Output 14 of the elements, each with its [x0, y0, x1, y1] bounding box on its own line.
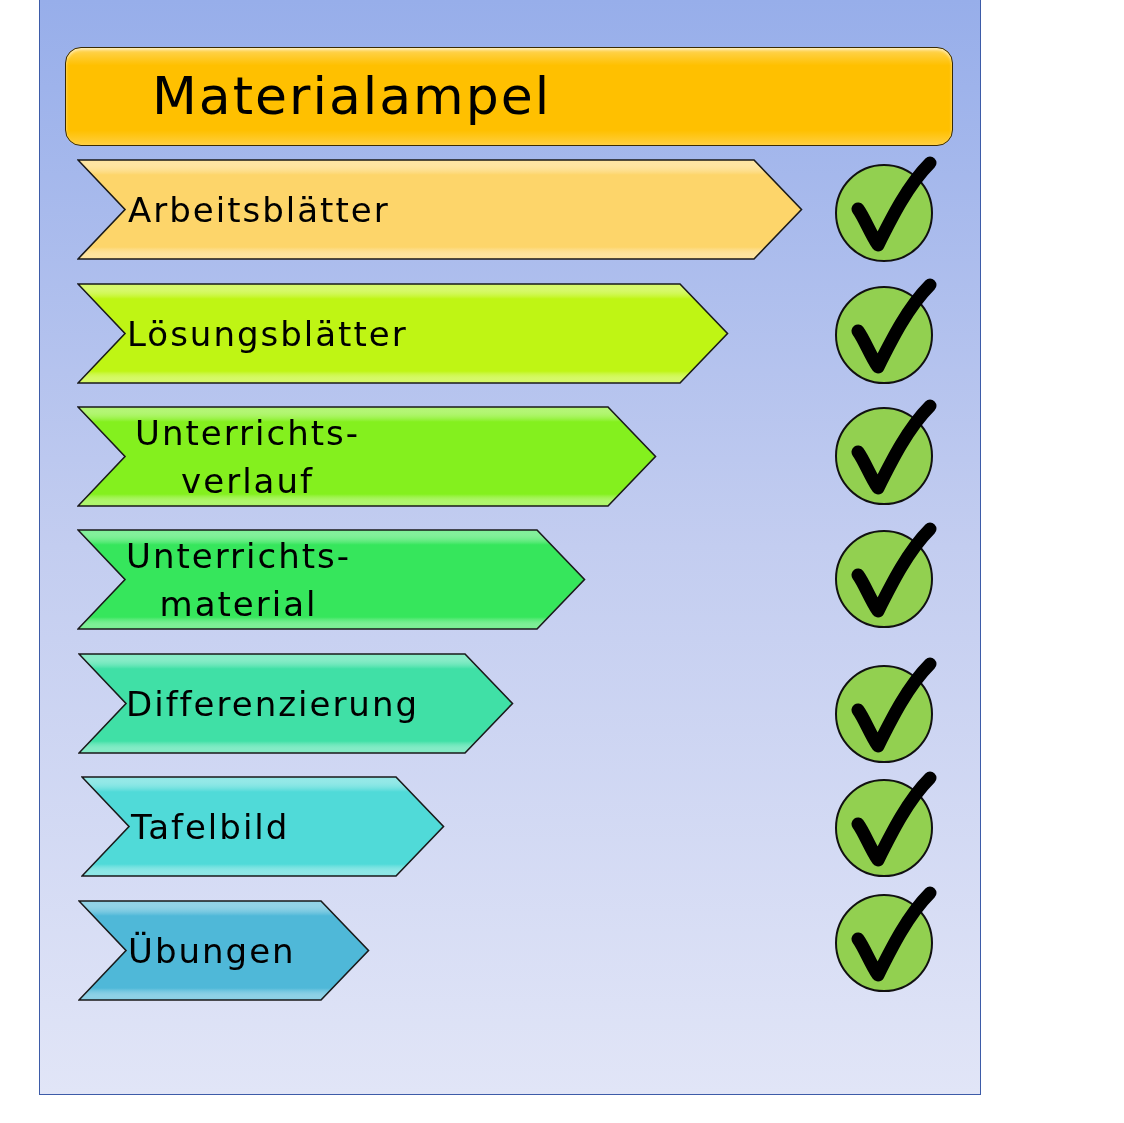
- banner-label: Differenzierung: [126, 682, 420, 726]
- chevron-banner: [81, 776, 445, 877]
- banner-label: Unterrichts- material: [126, 534, 352, 626]
- chevron-banner: [77, 406, 657, 507]
- title-text: Materialampel: [152, 66, 552, 126]
- chevron-banner: [77, 283, 729, 384]
- chevron-banner: [77, 159, 803, 260]
- banner-label: Unterrichts- verlauf: [135, 411, 361, 503]
- banner-label: Arbeitsblätter: [128, 188, 390, 232]
- chevron-banner: [77, 529, 586, 630]
- chevron-banner: [78, 900, 370, 1001]
- banner-label: Lösungsblätter: [127, 312, 408, 356]
- banner-label: Tafelbild: [131, 805, 290, 849]
- banner-label: Übungen: [128, 929, 296, 973]
